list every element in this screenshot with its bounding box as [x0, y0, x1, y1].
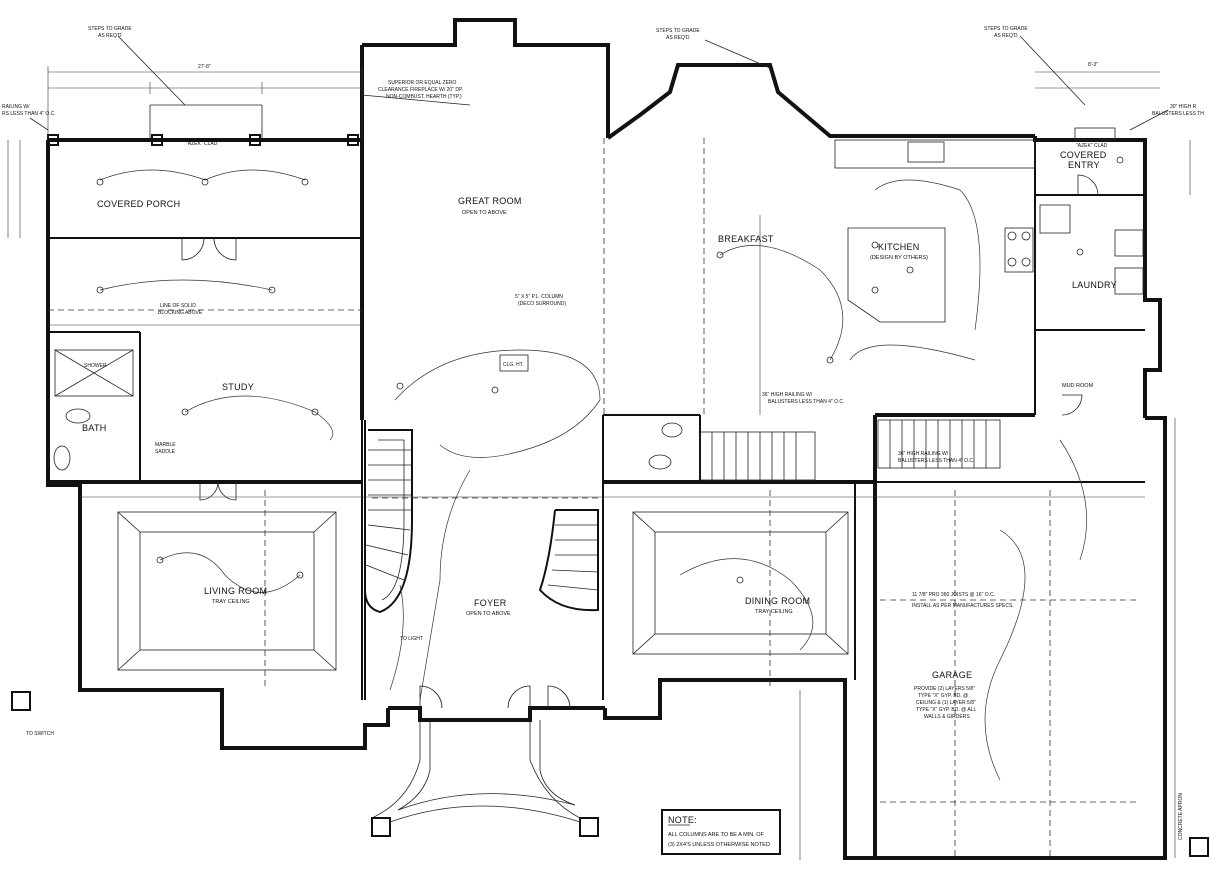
note-line-2: (3) 2X4'S UNLESS OTHERWISE NOTED — [668, 842, 770, 848]
label-clg-ht: CLG. HT. — [503, 362, 524, 368]
label-azek-right: "AZEK" CLAD — [1076, 143, 1108, 149]
label-joist-garage-1: 11 7/8" PRO 360 JOISTS @ 16" O.C. — [912, 592, 995, 598]
label-railing-mid-1: 36" HIGH RAILING W/ — [762, 392, 813, 398]
label-dims-top-right: 8'-3" — [1088, 62, 1098, 68]
label-joist-garage-2: INSTALL AS PER MANUFACTURES SPECS. — [912, 603, 1014, 609]
leader-lines — [29, 35, 1169, 131]
tray-ceilings — [117, 511, 849, 671]
label-column-deco-2: (DECO SURROUND) — [518, 301, 566, 307]
label-line-blocking-1: LINE OF SOLID — [160, 303, 196, 309]
bath-fixtures — [53, 349, 683, 471]
room-living: LIVING ROOM — [204, 586, 267, 596]
label-garage-note-3: CEILING & (1) LAYER 5/8" — [916, 700, 976, 706]
label-shower: SHOWER — [84, 363, 107, 369]
room-kitchen: KITCHEN — [878, 242, 920, 252]
label-railing-right-2: BALUSTERS LESS TH — [1152, 111, 1204, 117]
label-line-blocking-2: BLOCKING ABOVE — [158, 310, 203, 316]
room-bath: BATH — [82, 423, 107, 433]
door-swings — [181, 174, 1099, 709]
label-to-light: TO LIGHT — [400, 636, 423, 642]
note-box: NOTE: ALL COLUMNS ARE TO BE A MIN. OF (3… — [661, 809, 781, 855]
label-railing-stair-1: 36" HIGH RAILING W/ — [898, 451, 949, 457]
room-great-room: GREAT ROOM — [458, 196, 522, 206]
electrical-wiring — [99, 169, 1088, 781]
label-fireplace-1: SUPERIOR OR EQUAL ZERO — [388, 80, 457, 86]
label-railing-mid-2: BALUSTERS LESS THAN 4" O.C. — [768, 399, 844, 405]
room-covered-entry: COVERED — [1060, 150, 1107, 160]
room-covered-entry-2: ENTRY — [1068, 160, 1100, 170]
label-railing-right-1: 30" HIGH R — [1170, 104, 1197, 110]
label-to-switch: TO SWITCH — [26, 731, 54, 737]
label-fireplace-2: CLEARANCE FIREPLACE W/ 20" DP. — [378, 87, 463, 93]
label-garage-note-4: TYPE "X" GYP. BD. @ ALL — [916, 707, 976, 713]
label-azek-left: "AZEK" CLAD — [186, 141, 218, 147]
label-concrete-apron: CONCRETE APRON — [1178, 793, 1184, 840]
label-steps-right-2: AS REQ'D — [994, 33, 1018, 39]
room-living-sub: TRAY CEILING — [212, 599, 250, 605]
room-dining-sub: TRAY CEILING — [755, 609, 793, 615]
porch-columns — [11, 104, 1209, 857]
room-garage: GARAGE — [932, 670, 972, 680]
label-railing-left-1: RAILING W/ — [2, 104, 30, 110]
note-title: NOTE: — [668, 815, 697, 825]
stairs — [364, 419, 1001, 614]
note-line-1: ALL COLUMNS ARE TO BE A MIN. OF — [668, 832, 765, 838]
kitchen-fixtures — [834, 139, 1144, 323]
room-great-room-sub: OPEN TO ABOVE — [462, 210, 507, 216]
label-fireplace-3: NON-COMBUST. HEARTH (TYP.) — [386, 94, 462, 100]
room-dining: DINING ROOM — [745, 596, 810, 606]
label-steps-left-2: AS REQ'D — [98, 33, 122, 39]
room-labels: GREAT ROOM OPEN TO ABOVE BREAKFAST KITCH… — [82, 150, 1117, 680]
label-garage-note-2: TYPE "X" GYP. BD. @ — [918, 693, 968, 699]
label-column-deco: 5" X 5" P.L. COLUMN — [515, 294, 563, 300]
room-foyer: FOYER — [474, 598, 507, 608]
room-foyer-sub: OPEN TO ABOVE — [466, 611, 511, 617]
label-steps-mid-2: AS REQ'D — [666, 35, 690, 41]
room-mud-room: MUD ROOM — [1062, 383, 1094, 389]
front-walk — [371, 720, 581, 823]
label-steps-mid-1: STEPS TO GRADE — [656, 28, 700, 34]
label-steps-right-1: STEPS TO GRADE — [984, 26, 1028, 32]
joist-lines — [48, 309, 1140, 858]
light-fixtures — [96, 156, 1124, 584]
label-railing-stair-2: BALUSTERS LESS THAN 4" O.C. — [898, 458, 974, 464]
dimension-lines — [7, 66, 1191, 860]
label-marble-saddle-2: SADDLE — [155, 449, 176, 455]
room-covered-porch: COVERED PORCH — [97, 199, 180, 209]
label-dims-top: 27'-8" — [198, 64, 211, 70]
label-garage-note-1: PROVIDE (2) LAYERS 5/8" — [914, 686, 975, 692]
label-marble-saddle-1: MARBLE — [155, 442, 176, 448]
annotations: STEPS TO GRADE AS REQ'D STEPS TO GRADE A… — [2, 26, 1204, 840]
room-laundry: LAUNDRY — [1072, 280, 1117, 290]
label-steps-left-1: STEPS TO GRADE — [88, 26, 132, 32]
label-garage-note-5: WALLS & GIRDERS — [924, 714, 970, 720]
label-railing-left-2: RS LESS THAN 4" O.C. — [2, 111, 56, 117]
room-study: STUDY — [222, 382, 254, 392]
room-kitchen-sub: (DESIGN BY OTHERS) — [870, 255, 928, 261]
interior-walls — [48, 136, 1145, 858]
room-breakfast: BREAKFAST — [718, 234, 774, 244]
